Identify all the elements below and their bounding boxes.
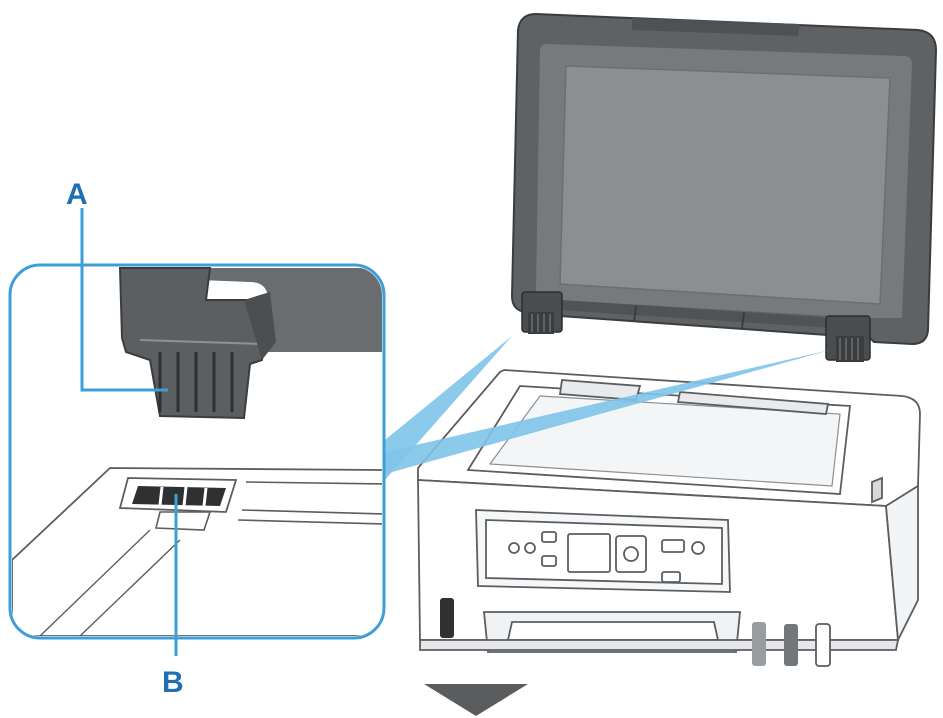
zoom-hinge-body (118, 267, 268, 420)
printer-body (417, 369, 921, 667)
callout-a-label: A (66, 178, 88, 211)
lid-top-handle (632, 18, 800, 36)
zoom-hinge-tab (244, 292, 276, 360)
callout-b: B (162, 494, 184, 699)
ink-tank-yellow (815, 623, 831, 667)
panel-button-2 (524, 542, 536, 554)
zoom-surface-lines (39, 529, 181, 636)
platen-top-slot-2 (676, 391, 830, 415)
zoom-hinge-ribs (158, 352, 234, 412)
zoom-lid-edge (120, 268, 382, 352)
side-button (871, 476, 883, 504)
lid-bottom-lip (558, 300, 864, 330)
panel-button-1 (508, 542, 520, 554)
zoom-slot (132, 486, 226, 506)
callout-zoom-beam (385, 336, 512, 480)
panel-button-3 (541, 531, 557, 543)
front-base (419, 639, 900, 651)
callout-a: A (66, 178, 168, 392)
zoom-printer-surface (12, 467, 382, 636)
panel-button-5 (661, 539, 685, 553)
panel-button-6 (661, 571, 681, 583)
zoom-slot-bracket (154, 511, 212, 531)
lid-hinge-left (521, 291, 563, 334)
callout-a-leader (80, 208, 168, 392)
next-step-arrow-icon (424, 684, 528, 716)
panel-dpad-center (623, 546, 639, 562)
lid-rib-1 (633, 305, 637, 323)
panel-lcd (567, 533, 611, 573)
output-tray (506, 621, 720, 641)
panel-button-7 (691, 541, 705, 555)
lid-document-mat (559, 65, 891, 305)
ink-tank-black (440, 598, 454, 638)
panel-button-4 (541, 555, 557, 567)
scanner-lid (510, 12, 938, 362)
zoom-slot-dividers (158, 486, 208, 507)
lid-hinge-right (825, 315, 871, 362)
lid-rib-2 (741, 311, 745, 329)
zoom-hinge-highlight (139, 339, 263, 345)
ink-tank-magenta (784, 624, 798, 666)
callout-zoom-beam-right (385, 350, 830, 474)
ink-tank-cyan (752, 622, 766, 666)
printer-right-side (885, 484, 919, 644)
callout-box (8, 263, 386, 640)
callout-b-label: B (162, 666, 184, 699)
zoom-glass-edge (237, 481, 382, 525)
